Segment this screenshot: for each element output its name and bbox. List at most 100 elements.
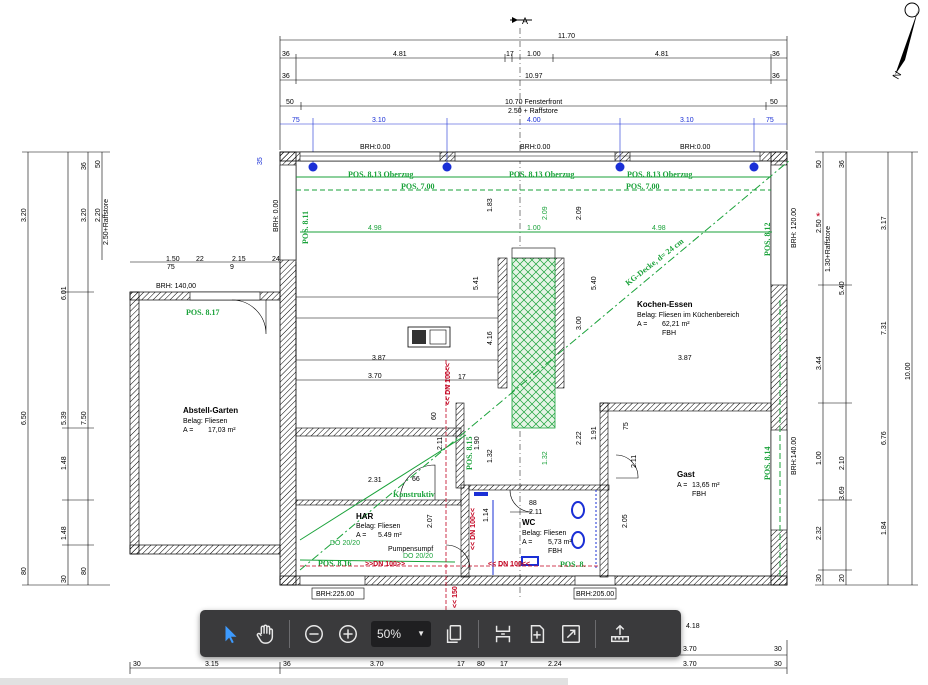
dim-inner-1: 1.83 (487, 198, 494, 212)
room-area-label: A = (522, 539, 532, 546)
label-brh-bottom1: BRH:225.00 (316, 591, 354, 598)
pos-marker-dots (308, 162, 759, 172)
drainage-line: >>DN 100>> << DN 100<< << DN 100<< << DN… (300, 360, 600, 610)
label-pos-816: POS. 8.16 (318, 559, 352, 568)
page-view-button[interactable] (439, 619, 469, 649)
dim-green-209: 2.09 (542, 206, 549, 220)
dim-bottom-9: 30 (774, 661, 782, 668)
dim-window-front: 10.70 Fensterfront (505, 99, 562, 106)
horizontal-scrollbar[interactable] (0, 678, 568, 685)
fit-page-icon (530, 624, 545, 643)
dim-inner-10: 2.22 (576, 431, 583, 445)
section-label: A (522, 16, 528, 26)
label-brh-right-top: BRH: 120.00 (791, 208, 798, 248)
left-dimension-texts: 3.20 3.20 2.20 6.01 6.50 7.50 5.39 1.48 … (21, 160, 280, 583)
dim-inner-3: 3.00 (576, 316, 583, 330)
room-har: HAR Belag: Fliesen A = 5.49 m² Pumpensum… (356, 512, 433, 553)
dim-inner-19: 2.05 (622, 514, 629, 528)
dim-top2-mid3: 4.81 (655, 51, 669, 58)
dim-top3-mid: 10.97 (525, 73, 543, 80)
room-name: Abstell-Garten (183, 406, 238, 415)
label-brh-top2: BRH:0.00 (520, 144, 550, 151)
dim-right-3: 6.76 (881, 431, 888, 445)
dim-inner-4: 5.40 (591, 276, 598, 290)
dim-top2-mid2: 1.00 (527, 51, 541, 58)
dim-bottom-10: 3.70 (683, 646, 697, 653)
zoom-level-dropdown[interactable]: 50% ▼ (371, 620, 431, 647)
dim-garden-75: 75 (167, 264, 175, 271)
dim-bottom-3: 3.70 (370, 661, 384, 668)
left-dimension-lines (22, 151, 280, 586)
label-pos-813a: POS. 8.13 Oberzug (348, 170, 413, 179)
dim-bottom-2: 36 (283, 661, 291, 668)
dim-right-13: 2.50 (816, 219, 823, 233)
dim-blue-35: 35 (257, 157, 264, 165)
kitchen-counter (295, 262, 498, 381)
dim-green-132: 1.32 (542, 451, 549, 465)
dim-blue-310b: 3.10 (680, 117, 694, 124)
room-area: 5,73 m² (548, 539, 572, 546)
fullscreen-button[interactable] (556, 619, 586, 649)
two-page-button[interactable] (488, 619, 518, 649)
dim-inner-16: 1.14 (483, 508, 490, 522)
dim-right-11: 50 (816, 160, 823, 168)
room-gast: Gast A = 13,65 m² FBH (677, 470, 720, 498)
dim-garden-22: 22 (196, 256, 204, 263)
dim-left-1: 3.20 (81, 208, 88, 222)
dim-left-11: 30 (61, 575, 68, 583)
dim-right-9: 2.32 (816, 526, 823, 540)
measure-upload-button[interactable] (605, 619, 635, 649)
fit-page-button[interactable] (522, 619, 552, 649)
room-floor: Belag: Fliesen (522, 530, 566, 537)
zoom-out-button[interactable] (299, 619, 329, 649)
dim-garden-215: 9 (230, 264, 234, 271)
label-brh-top3: BRH:0.00 (680, 144, 710, 151)
dim-inner-24: 17 (458, 374, 466, 381)
right-dimension-lines (815, 151, 918, 586)
dim-bottom-7: 2.24 (548, 661, 562, 668)
dim-bottom-8: 3.70 (683, 661, 697, 668)
room-heating: FBH (548, 548, 562, 555)
label-drain-dn1: >>DN 100>> (365, 561, 405, 568)
dim-green-100: 1.00 (527, 225, 541, 232)
chevron-down-icon: ▼ (417, 629, 425, 638)
room-abstell-garten: Abstell-Garten Belag: Fliesen A = 17,03 … (183, 406, 238, 434)
dim-top4-right: 50 (770, 99, 778, 106)
kitchen-sink-icon (407, 326, 451, 348)
label-drain-dn2: << DN 100<< (488, 561, 530, 568)
dim-bottom-0: 30 (133, 661, 141, 668)
staircase (511, 247, 556, 429)
dim-top2-left: 36 (282, 51, 290, 58)
dim-top2-mid1: 4.81 (393, 51, 407, 58)
dim-green-498b: 4.98 (652, 225, 666, 232)
room-area: 13,65 m² (692, 482, 720, 489)
room-area: 62,21 m² (662, 321, 690, 328)
dim-left-13: 36 (81, 162, 88, 170)
hand-tool-button[interactable] (250, 619, 280, 649)
svg-text:N: N (891, 70, 904, 82)
dim-inner-15: 1.90 (474, 436, 481, 450)
room-area-label: A = (637, 321, 647, 328)
dim-right-16: 30 (816, 574, 823, 582)
zoom-in-button[interactable] (333, 619, 363, 649)
dim-right-2: 10.00 (905, 362, 912, 380)
dim-bottom-1: 3.15 (205, 661, 219, 668)
label-do2020b: DO 20/20 (403, 553, 433, 560)
room-name: Kochen-Essen (637, 300, 693, 309)
dim-inner-22: 66 (412, 476, 420, 483)
page-view-icon (446, 624, 462, 643)
select-tool-button[interactable] (216, 619, 246, 649)
dim-right-10: 1.00 (816, 451, 823, 465)
room-name: Gast (677, 470, 695, 479)
dim-left-9: 80 (21, 567, 28, 575)
dim-right-15: 20 (839, 574, 846, 582)
label-pos-812: POS. 8.12 (763, 222, 772, 256)
toolbar-separator (478, 619, 479, 648)
dim-inner-8: 3.70 (368, 373, 382, 380)
dim-bottom-12: 4.18 (686, 623, 700, 630)
dim-bottom-6: 17 (500, 661, 508, 668)
dim-top2-small: 17 (506, 51, 514, 58)
dim-inner-11: 1.91 (591, 426, 598, 440)
right-dimension-texts: 3.17 7.31 10.00 6.76 5.40 3.44 2.10 3.69… (816, 160, 912, 582)
